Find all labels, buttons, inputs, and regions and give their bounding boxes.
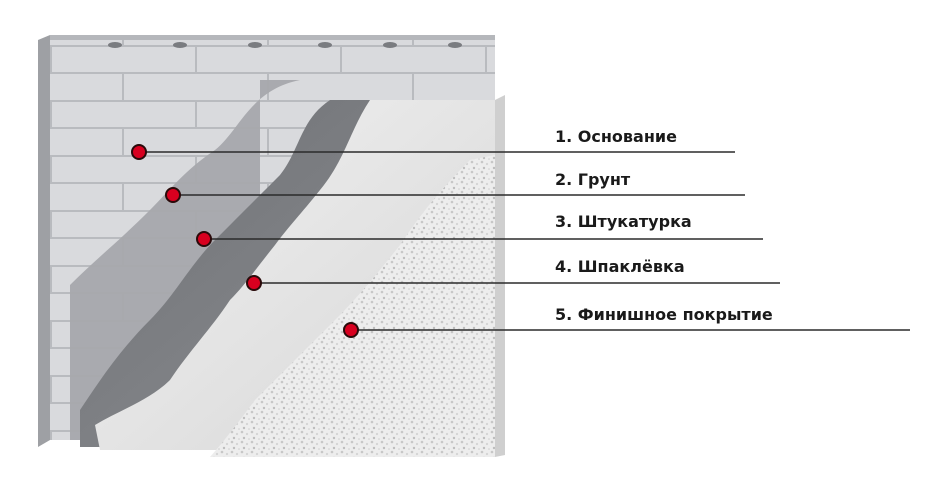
layer-labels: 1. Основание 2. Грунт 3. Штукатурка 4. Ш… xyxy=(555,127,773,324)
finish-layer xyxy=(210,155,495,457)
wall-edge xyxy=(495,95,505,457)
marker-3 xyxy=(196,231,212,247)
marker-5 xyxy=(343,322,359,338)
label-layer-5: 5. Финишное покрытие xyxy=(555,305,773,324)
label-layer-1: 1. Основание xyxy=(555,127,677,146)
leader-lines xyxy=(141,151,910,331)
marker-2 xyxy=(165,187,181,203)
marker-1 xyxy=(131,144,147,160)
label-layer-3: 3. Штукатурка xyxy=(555,212,692,231)
marker-4 xyxy=(246,275,262,291)
label-layer-4: 4. Шпаклёвка xyxy=(555,257,685,276)
label-layer-2: 2. Грунт xyxy=(555,170,631,189)
markers xyxy=(131,144,359,338)
